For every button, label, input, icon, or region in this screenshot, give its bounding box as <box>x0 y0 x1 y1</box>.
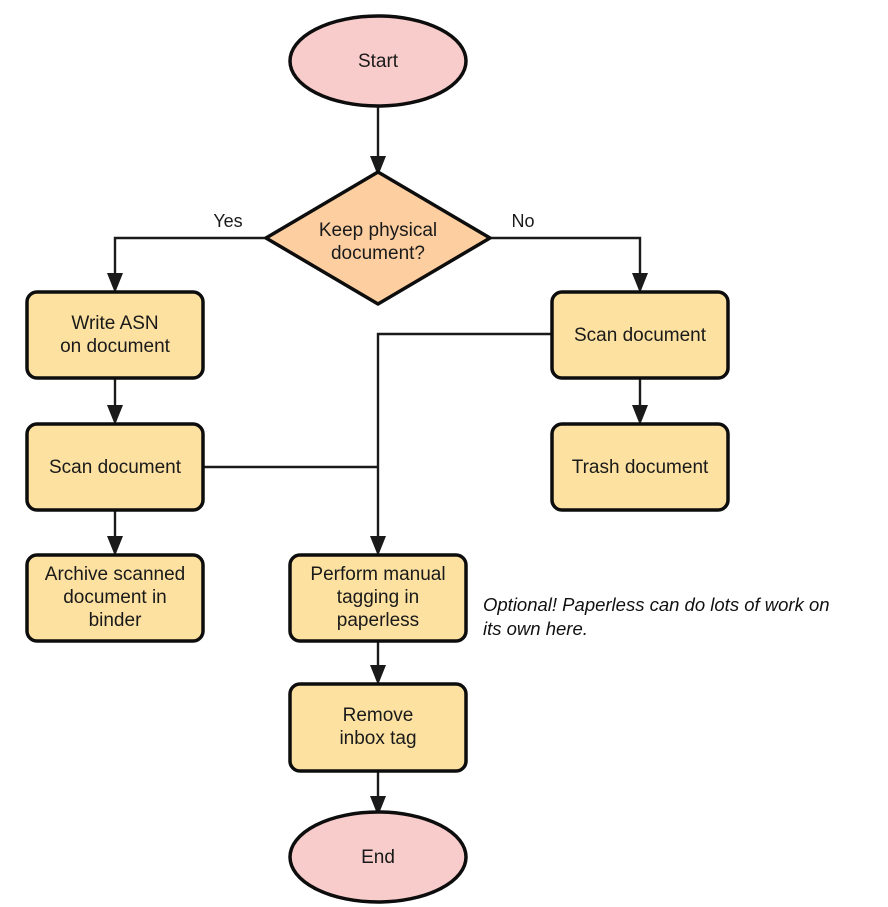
scan-right-rect <box>550 290 730 380</box>
node-remove-inbox-tag[interactable]: Remove inbox tag <box>288 682 468 773</box>
node-archive-scanned-document[interactable]: Archive scanned document in binder <box>25 553 205 643</box>
trash-rect <box>550 422 730 512</box>
arrowhead-icon <box>370 665 386 685</box>
tagging-label-line1: Perform manual <box>310 564 445 585</box>
tagging-rect <box>288 553 468 643</box>
remove-inbox-rect <box>288 682 468 773</box>
node-write-asn-on-document[interactable]: Write ASN on document <box>25 290 205 380</box>
archive-label-line3: binder <box>89 610 142 631</box>
scan-right-label: Scan document <box>574 325 707 346</box>
edge-label-yes: Yes <box>213 211 242 231</box>
edge-path <box>376 332 552 543</box>
write-asn-rect <box>25 290 205 380</box>
trash-label: Trash document <box>572 457 709 478</box>
arrowhead-icon <box>632 405 648 425</box>
write-asn-label-line2: on document <box>60 336 171 357</box>
archive-label-line1: Archive scanned <box>45 564 185 585</box>
annotation-line1: Optional! Paperless can do lots of work … <box>483 594 830 615</box>
edge-remove-inbox-to-end <box>370 771 386 816</box>
arrowhead-icon <box>370 536 386 556</box>
arrowhead-icon <box>107 536 123 556</box>
write-asn-label-line1: Write ASN <box>71 313 158 334</box>
end-ellipse <box>288 810 468 904</box>
arrowhead-icon <box>632 273 648 293</box>
start-label: Start <box>358 51 399 72</box>
edge-scan-left-to-archive <box>107 510 123 556</box>
decision-label-line2: document? <box>331 243 425 264</box>
edge-tagging-to-remove-inbox <box>370 641 386 685</box>
edge-write-asn-to-scan-left <box>107 378 123 425</box>
archive-rect <box>25 553 205 643</box>
arrowhead-icon <box>370 156 386 176</box>
node-decision-keep-physical-document[interactable]: Keep physical document? <box>264 170 492 306</box>
node-start[interactable]: Start <box>288 14 468 108</box>
decision-diamond <box>264 170 492 306</box>
edge-path <box>113 236 266 280</box>
node-trash-document[interactable]: Trash document <box>550 422 730 512</box>
edge-decision-to-write-asn <box>107 236 266 293</box>
scan-left-label: Scan document <box>49 457 182 478</box>
arrowhead-icon <box>370 796 386 816</box>
remove-inbox-label-line1: Remove <box>343 705 414 726</box>
node-scan-document-right[interactable]: Scan document <box>550 290 730 380</box>
edge-layer: Yes No <box>107 104 648 816</box>
annotation-line2: its own here. <box>483 618 588 639</box>
node-scan-document-left[interactable]: Scan document <box>25 422 205 512</box>
edge-scan-right-to-tagging <box>370 332 552 556</box>
decision-label-line1: Keep physical <box>319 220 437 241</box>
edge-start-to-decision <box>370 104 386 176</box>
edge-path <box>490 236 642 280</box>
annotation-optional-paperless: Optional! Paperless can do lots of work … <box>483 594 830 639</box>
remove-inbox-label-line2: inbox tag <box>339 728 416 749</box>
start-ellipse <box>288 14 468 108</box>
node-perform-manual-tagging[interactable]: Perform manual tagging in paperless <box>288 553 468 643</box>
node-end[interactable]: End <box>288 810 468 904</box>
archive-label-line2: document in <box>63 587 167 608</box>
edge-label-no: No <box>511 211 534 231</box>
arrowhead-icon <box>107 405 123 425</box>
scan-left-rect <box>25 422 205 512</box>
tagging-label-line2: tagging in <box>337 587 419 608</box>
tagging-label-line3: paperless <box>337 610 419 631</box>
edge-decision-to-scan-right <box>490 236 648 293</box>
end-label: End <box>361 847 395 868</box>
edge-scan-right-to-trash <box>632 378 648 425</box>
arrowhead-icon <box>107 273 123 293</box>
